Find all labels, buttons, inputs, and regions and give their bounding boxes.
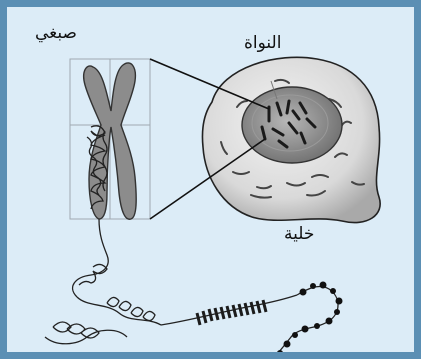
cell-label: خلية: [284, 224, 314, 244]
cell-diagram-illustration: [7, 7, 421, 359]
nucleus-label: النواة: [244, 33, 281, 53]
chromosome-label: صبغي: [35, 23, 77, 43]
